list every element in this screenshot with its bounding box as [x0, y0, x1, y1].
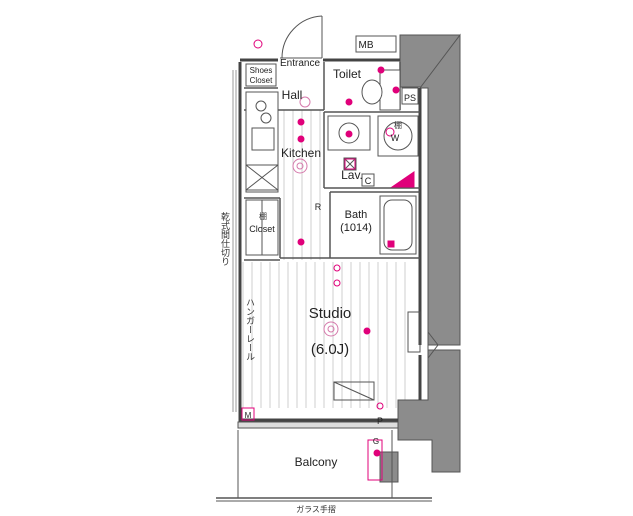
- balcony-area: [216, 421, 432, 502]
- c-marker-box: [361, 173, 375, 187]
- walls: [238, 58, 422, 422]
- studio-label: Studio: [309, 305, 352, 322]
- bathtub: [379, 195, 417, 255]
- toilet-fixture: [361, 69, 401, 111]
- shoes-closet-label-1: Shoes: [250, 66, 273, 75]
- wall-hatch: [232, 70, 237, 412]
- r-label: R: [315, 202, 322, 212]
- w-label: W: [391, 133, 400, 143]
- balcony-label: Balcony: [295, 455, 338, 469]
- shoes-closet: [245, 63, 277, 87]
- window: [407, 311, 439, 360]
- closet-label: Closet: [249, 224, 275, 234]
- m-marker-box: [241, 407, 255, 421]
- m-label: M: [245, 411, 252, 420]
- closet: [245, 199, 281, 256]
- g-label: G: [373, 437, 379, 446]
- shelf-label-closet: 棚: [259, 211, 267, 221]
- studio-storage: [333, 381, 375, 401]
- mb-box: [355, 35, 397, 53]
- ps-box: [401, 87, 419, 105]
- kitchen-label: Kitchen: [281, 146, 321, 160]
- shelf-label-lav: 棚: [394, 120, 402, 130]
- entrance-label: Entrance: [280, 58, 320, 69]
- electrical-symbols: [253, 39, 415, 481]
- shoes-closet-label-2: Closet: [250, 76, 273, 85]
- bath-label: Bath: [345, 209, 368, 221]
- hanger-rail-label: ハンガーレール: [244, 298, 255, 361]
- lavatory-fixtures: [327, 115, 419, 171]
- bath-size-label: (1014): [340, 222, 372, 234]
- entrance-door: [280, 15, 323, 59]
- p-label: P: [377, 416, 383, 426]
- c-label: C: [365, 176, 372, 186]
- ps-label: PS: [404, 93, 416, 103]
- studio-size-label: (6.0J): [311, 341, 349, 358]
- hall-label: Hall: [282, 88, 303, 102]
- ceiling-lights: [292, 96, 339, 337]
- dryer-pipe-label: 乾式間仕切り: [219, 211, 230, 266]
- mb-label: MB: [359, 40, 374, 51]
- glass-rail-label: ガラス手摺: [296, 504, 336, 514]
- lav-label: Lav.: [341, 168, 363, 182]
- toilet-label: Toilet: [333, 67, 362, 81]
- outer-walls: [379, 33, 461, 483]
- kitchen-counter: [245, 91, 279, 193]
- flooring-pattern: [242, 110, 406, 408]
